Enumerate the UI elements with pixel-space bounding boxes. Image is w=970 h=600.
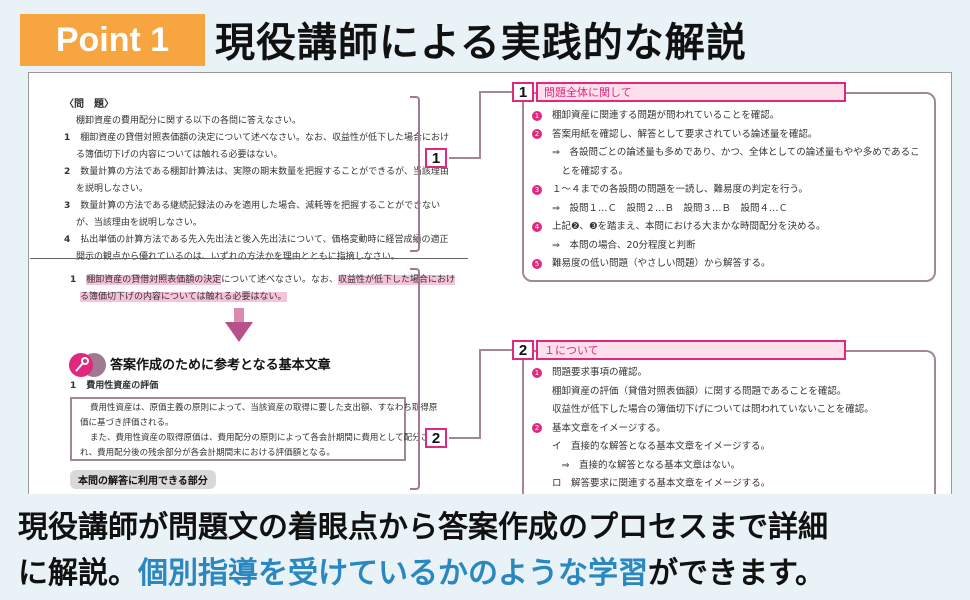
step-number-icon: 2 (532, 129, 542, 139)
panel-line: とを確認する。 (532, 163, 920, 182)
question-number: 2 (64, 167, 71, 177)
basic-text-box: 費用性資産は、原価主義の原則によって、当該資産の取得に要した支出額、すなわち取得… (70, 397, 438, 461)
panel-line: 棚卸資産の評価（貸借対照表価額）に関する問題であることを確認。 (532, 383, 874, 402)
caption-area (0, 494, 970, 600)
panel-text: 基本文章をイメージする。 (552, 422, 666, 434)
step-number-icon: 1 (532, 110, 542, 121)
panel-line: 2 基本文章をイメージする。 (532, 420, 874, 439)
page-title: 現役講師による実践的な解説 (215, 20, 747, 66)
question-intro: 棚卸資産の費用配分に関する以下の各問に答えなさい。 (76, 116, 302, 126)
question-item: 3 数量計算の方法である継続記録法のみを適用した場合、減耗等を把握することができな… (64, 198, 449, 215)
bracket-1 (410, 96, 420, 252)
panel-text: 棚卸資産の評価（貸借対照表価額）に関する問題であることを確認。 (552, 385, 847, 397)
sub-number: 1 (70, 381, 77, 391)
question-text: 払出単価の計算方法である先入先出法と後入先出法について、価格変動時に経営成績の適… (80, 235, 449, 245)
panel-line: 3 １～４までの各設問の問題を一読し、難易度の判定を行う。 (532, 181, 920, 200)
panel-1-title: 問題全体に関して (536, 82, 846, 102)
text: について述べなさい。なお、 (221, 275, 339, 285)
basic-text-line: 費用性資産は、原価主義の原則によって、当該資産の取得に要した支出額、すなわち取得… (90, 403, 438, 413)
panel-text: ロ 解答要求に関連する基本文章をイメージする。 (552, 478, 771, 489)
question-item: 4 払出単価の計算方法である先入先出法と後入先出法について、価格変動時に経営成績の… (64, 232, 449, 249)
connector-lines (449, 91, 512, 439)
down-arrow-icon (225, 308, 253, 342)
basic-text-line: 価に基づき評価される。 (80, 418, 174, 428)
step-number-icon: 2 (532, 423, 542, 433)
panel-line: ⇒ 各設問ごとの論述量も多めであり、かつ、全体としての論述量もやや多めであるこ (532, 144, 920, 163)
step-number-icon: 1 (532, 367, 542, 378)
panel-line: 1 棚卸資産に関連する問題が問われていることを確認。 (532, 107, 920, 126)
panel-line: ⇒ 直接的な解答となる基本文章はない。 (532, 457, 874, 476)
panel-2-title: １について (536, 340, 846, 360)
question-text: 開示の観点から優れているのは、いずれの方法かを理由とともに指摘しなさい。 (76, 252, 400, 262)
label-1: 1 (425, 148, 447, 168)
caption-highlight: 個別指導を受けているかのような学習 (138, 556, 648, 591)
panel-2-number: 2 (512, 340, 534, 360)
panel-text: 問題要求事項の確認。 (552, 367, 648, 378)
question-text: が、当該理由を説明しなさい。 (76, 218, 202, 228)
panel-text: 答案用紙を確認し、解答として要求されている論述量を確認。 (552, 128, 818, 140)
point-badge: Point 1 (20, 14, 205, 66)
question-number: 1 (70, 275, 77, 285)
panel-text: ⇒ 直接的な解答となる基本文章はない。 (552, 459, 741, 471)
question-block: 〈問 題〉 棚卸資産の費用配分に関する以下の各問に答えなさい。 1 棚卸資産の貸借… (64, 96, 449, 266)
panel-text: イ 直接的な解答となる基本文章をイメージする。 (552, 441, 771, 452)
panel-line: ⇒ 本問の場合、20分程度と判断 (532, 237, 920, 256)
panel-text: 棚卸資産に関連する問題が問われていることを確認。 (552, 110, 780, 121)
section-title: 答案作成のために参考となる基本文章 (110, 358, 331, 373)
question-item: 開示の観点から優れているのは、いずれの方法かを理由とともに指摘しなさい。 (64, 249, 449, 266)
step-number-icon: 5 (532, 258, 542, 269)
label-2: 2 (425, 428, 447, 448)
question-text: 棚卸資産の貸借対照表価額の決定について述べなさい。なお、収益性が低下した場合にお… (80, 133, 449, 143)
question-item: る簿価切下げの内容については触れる必要はない。 (64, 147, 449, 164)
question-text: 数量計算の方法である棚卸計算法は、実際の期末数量を把握することができるが、当該理… (80, 167, 449, 177)
question-text: 数量計算の方法である継続記録法のみを適用した場合、減耗等を把握することができない (80, 201, 441, 211)
panel-line: ロ 解答要求に関連する基本文章をイメージする。 (532, 475, 874, 494)
panel-line: ⇒ 設問１…Ｃ 設問２…Ｂ 設問３…Ｂ 設問４…Ｃ (532, 200, 920, 219)
caption-text: に解説。 (18, 556, 138, 591)
panel-line: イ 直接的な解答となる基本文章をイメージする。 (532, 438, 874, 457)
question-text: を説明しなさい。 (76, 184, 149, 194)
panel-2-body: 1 問題要求事項の確認。棚卸資産の評価（貸借対照表価額）に関する問題であることを確… (532, 364, 874, 494)
caption-line-2: に解説。個別指導を受けているかのような学習ができます。 (18, 548, 825, 592)
sub-title: 費用性資産の評価 (86, 381, 159, 391)
usable-part-label: 本問の解答に利用できる部分 (70, 470, 216, 489)
panel-1-body: 1 棚卸資産に関連する問題が問われていることを確認。 2 答案用紙を確認し、解答として… (532, 107, 920, 274)
panel-line: 収益性が低下した場合の簿価切下げについては問われていないことを確認。 (532, 401, 874, 420)
panel-text: 上記❷、❸を踏まえ、本問における大まかな時間配分を決める。 (552, 221, 826, 232)
basic-text-line: れ、費用配分後の残余部分が各会計期間末における評価額となる。 (80, 448, 335, 458)
panel-text: ⇒ 設問１…Ｃ 設問２…Ｂ 設問３…Ｂ 設問４…Ｃ (552, 202, 788, 214)
panel-text: 収益性が低下した場合の簿価切下げについては問われていないことを確認。 (552, 404, 874, 415)
divider (30, 258, 468, 259)
panel-line: 5 難易度の低い問題（やさしい問題）から解答する。 (532, 255, 920, 274)
highlight-1: 棚卸資産の貸借対照表価額の決定 (86, 275, 222, 285)
caption-text: ができます。 (648, 556, 825, 591)
panel-text: 難易度の低い問題（やさしい問題）から解答する。 (552, 258, 771, 269)
bracket-2 (410, 268, 420, 490)
panel-text: ⇒ 本問の場合、20分程度と判断 (552, 239, 696, 251)
question-number: 4 (64, 235, 71, 245)
step-number-icon: 4 (532, 221, 542, 232)
panel-line: 4 上記❷、❸を踏まえ、本問における大まかな時間配分を決める。 (532, 218, 920, 237)
question-1-highlight: 1 棚卸資産の貸借対照表価額の決定について述べなさい。なお、収益性が低下した場合に… (70, 272, 456, 306)
caption-line-1: 現役講師が問題文の着眼点から答案作成のプロセスまで詳細 (18, 510, 828, 545)
panel-text: とを確認する。 (552, 165, 629, 177)
highlight-3: る簿価切下げの内容については触れる必要はない。 (80, 292, 287, 302)
highlight-2: 収益性が低下した場合におけ (338, 275, 456, 285)
panel-1-number: 1 (512, 82, 534, 102)
panel-line: 2 答案用紙を確認し、解答として要求されている論述量を確認。 (532, 126, 920, 145)
panel-text: １～４までの各設問の問題を一読し、難易度の判定を行う。 (552, 184, 808, 195)
question-item: 2 数量計算の方法である棚卸計算法は、実際の期末数量を把握することができるが、当該… (64, 164, 449, 181)
panel-text: ⇒ 各設問ごとの論述量も多めであり、かつ、全体としての論述量もやや多めであるこ (552, 147, 920, 158)
panel-line: 1 問題要求事項の確認。 (532, 364, 874, 383)
question-number: 1 (64, 133, 71, 143)
basic-text-line: また、費用性資産の取得原価は、費用配分の原則によって各会計期間に費用として配分さ (90, 433, 430, 443)
step-number-icon: 3 (532, 184, 542, 195)
question-number: 3 (64, 201, 71, 211)
question-item: が、当該理由を説明しなさい。 (64, 215, 449, 232)
question-text: る簿価切下げの内容については触れる必要はない。 (76, 150, 283, 160)
question-heading: 〈問 題〉 (64, 99, 114, 110)
question-item: を説明しなさい。 (64, 181, 449, 198)
question-item: 1 棚卸資産の貸借対照表価額の決定について述べなさい。なお、収益性が低下した場合に… (64, 130, 449, 147)
key-icon (68, 352, 106, 377)
